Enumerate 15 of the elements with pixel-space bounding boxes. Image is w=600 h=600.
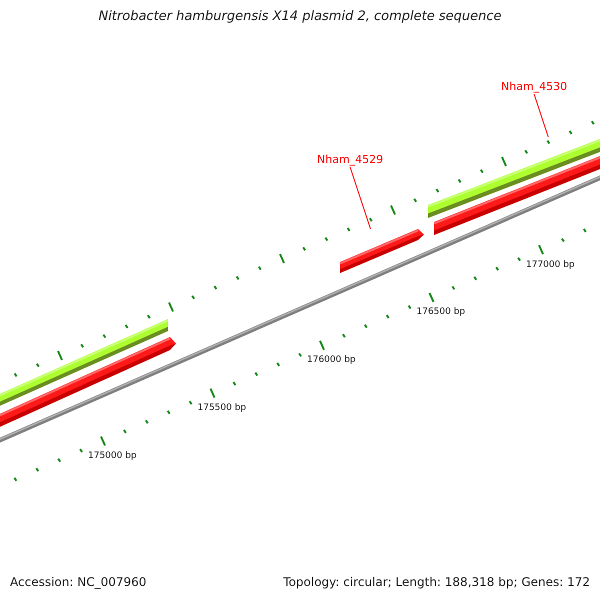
gene-label: Nham_4530 xyxy=(501,80,568,93)
gene-bar xyxy=(434,154,600,235)
leader-line xyxy=(350,166,372,230)
gene-bar xyxy=(340,229,424,273)
scale-label: 177000 bp xyxy=(526,260,575,270)
gene-label: Nham_4529 xyxy=(317,153,384,166)
scale-label: 175500 bp xyxy=(198,403,246,414)
footer-text: Accession: NC_007960 xyxy=(10,575,146,589)
scale-label: 176000 bp xyxy=(307,355,356,366)
leader-line xyxy=(534,94,549,138)
scale-label: 176500 bp xyxy=(416,307,466,318)
footer-text: Topology: circular; Length: 188,318 bp; Genes: 172 xyxy=(283,575,590,589)
scale-label: 175000 bp xyxy=(88,451,137,461)
gene-bar xyxy=(0,337,176,429)
title: Nitrobacter hamburgensis X14 plasmid 2, complete sequence xyxy=(97,9,503,24)
